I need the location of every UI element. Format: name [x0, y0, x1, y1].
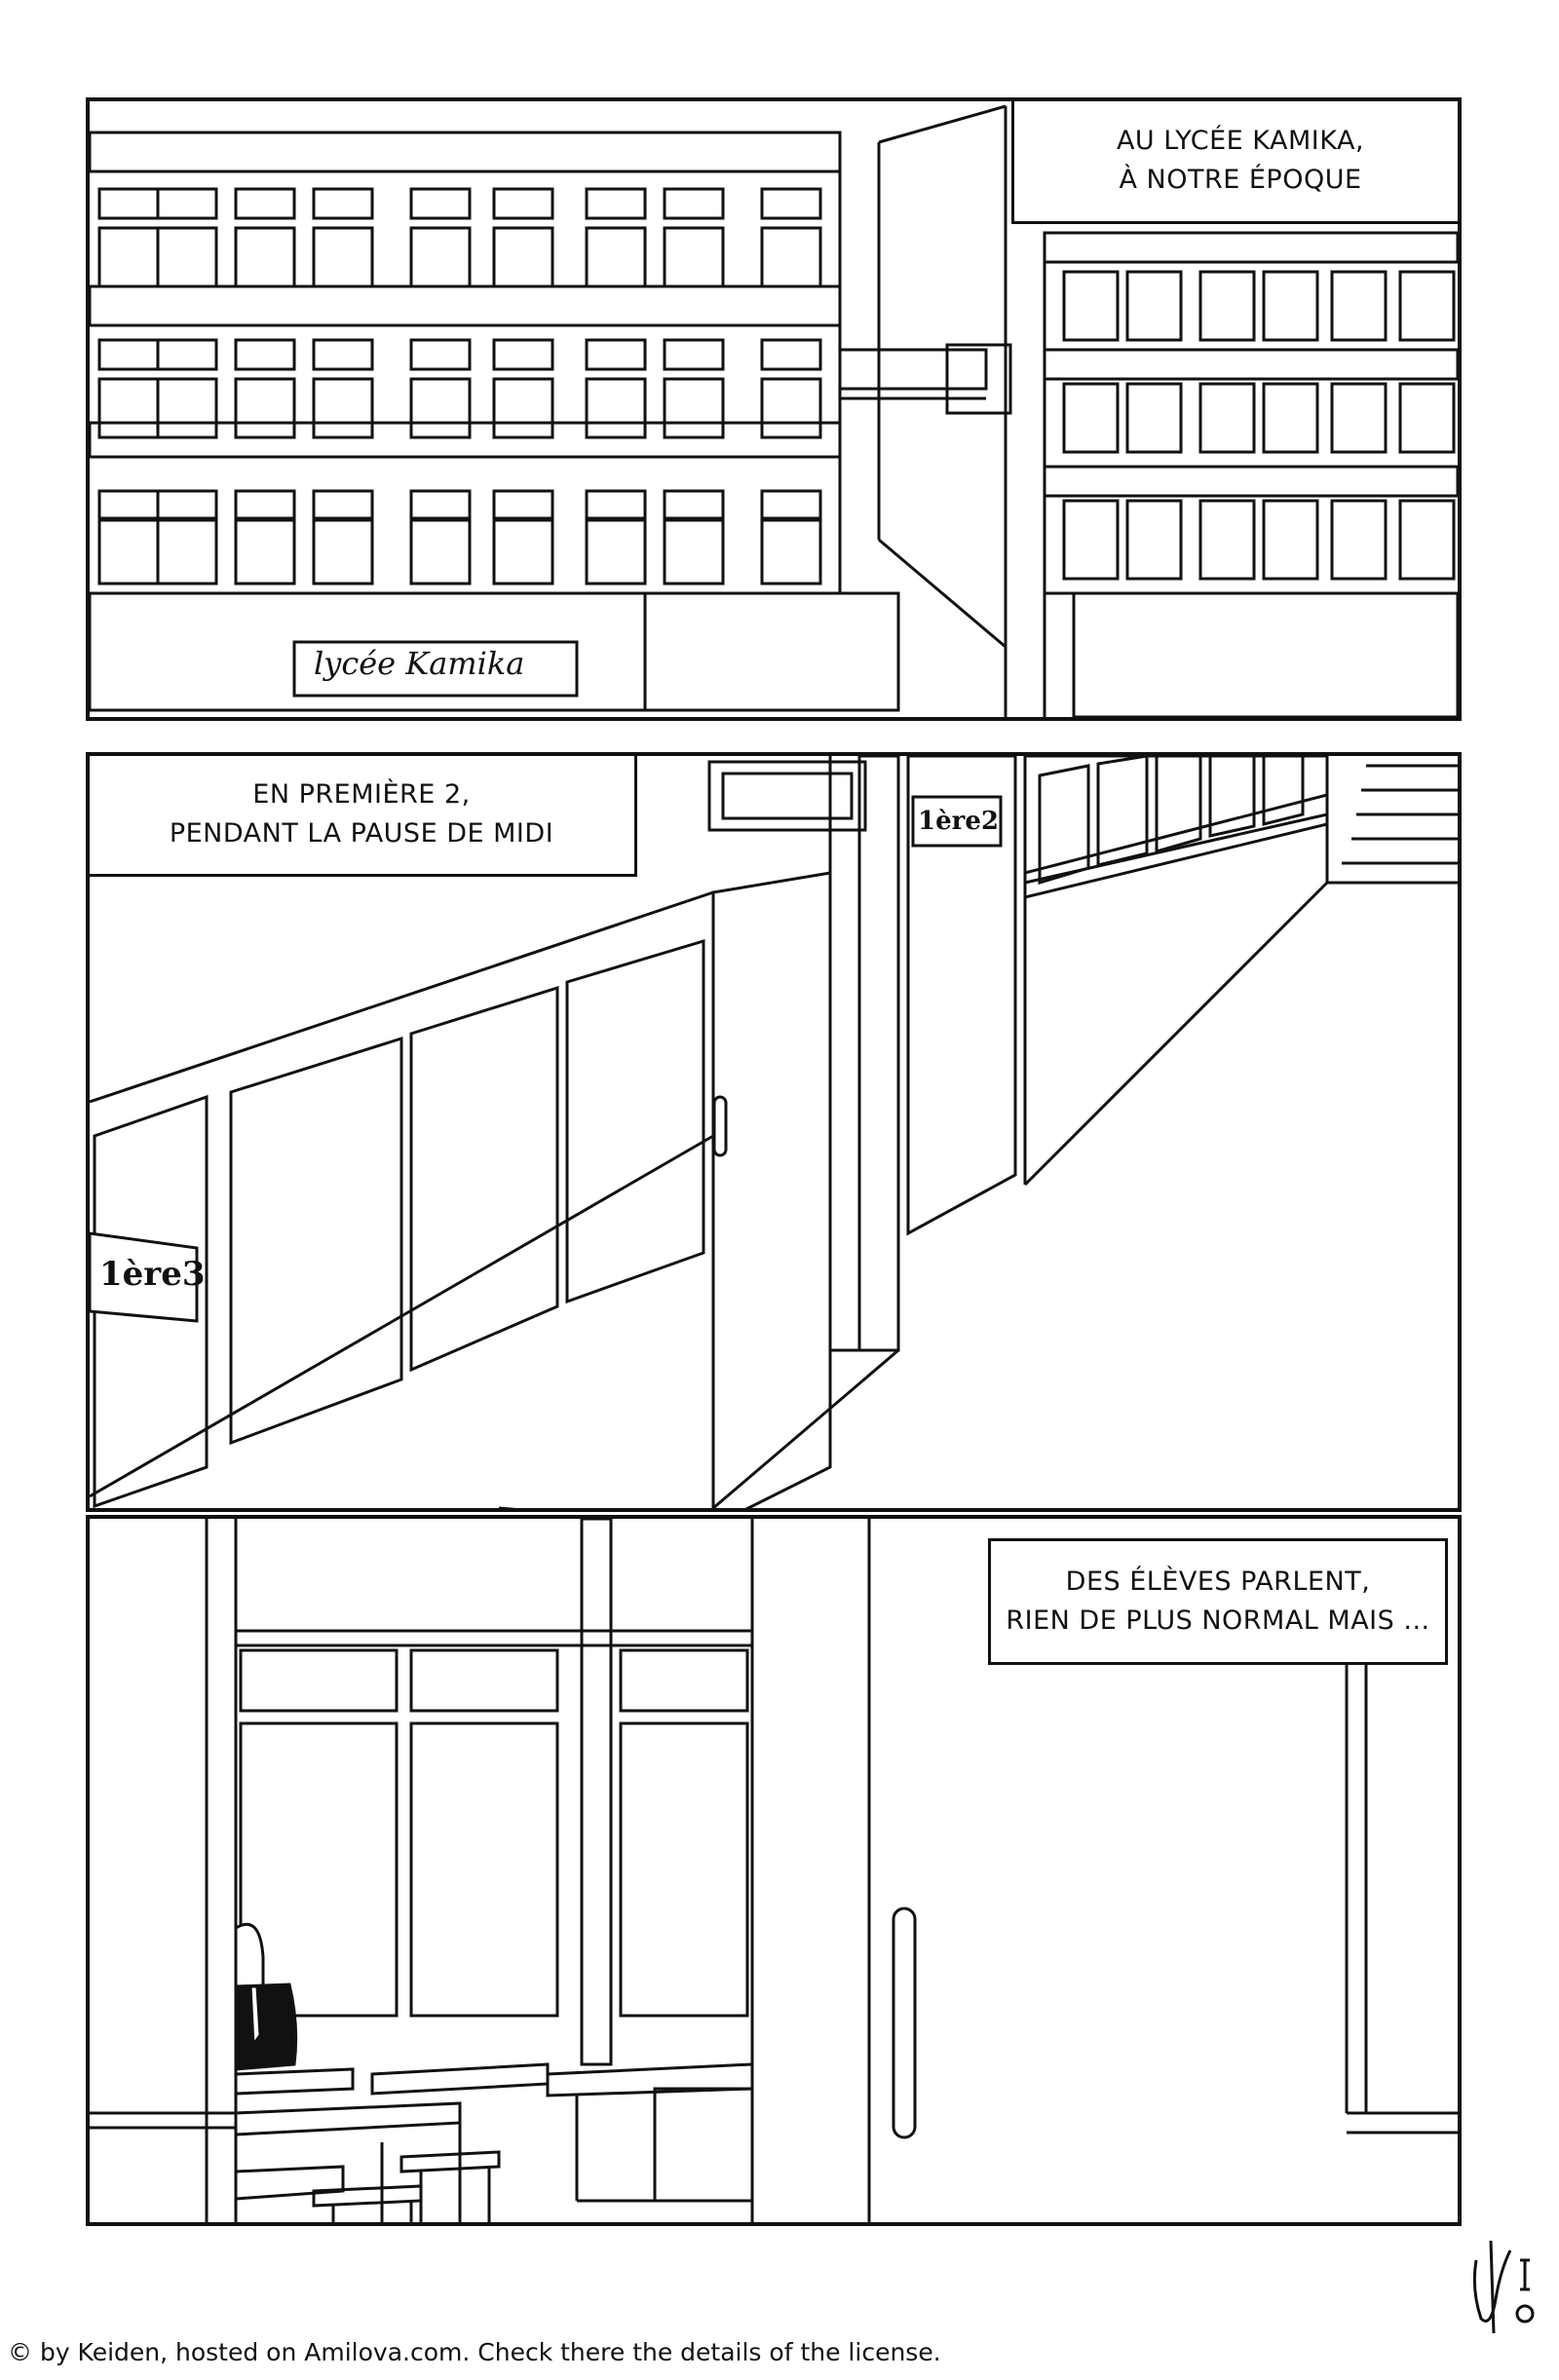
building-window [585, 226, 647, 288]
building-window [663, 338, 725, 371]
building-window [663, 187, 725, 220]
building-window [663, 377, 725, 439]
building-window [409, 226, 472, 288]
building-window [234, 338, 296, 371]
building-window [97, 338, 160, 371]
building-window [234, 226, 296, 288]
building-window [1125, 499, 1183, 581]
building-window [585, 377, 647, 439]
building-window [312, 338, 374, 371]
artist-signature-icon [1472, 2240, 1535, 2334]
corridor-drawing [90, 756, 1458, 1508]
building-window [1198, 382, 1256, 454]
building-window [409, 187, 472, 220]
building-window [97, 187, 160, 220]
building-window [1330, 382, 1388, 454]
building-window [1262, 382, 1319, 454]
caption-panel-1: AU LYCÉE KAMIKA, À NOTRE ÉPOQUE [1011, 101, 1458, 224]
building-window [97, 377, 160, 439]
classroom-drawing [90, 1519, 1458, 2222]
building-window [585, 338, 647, 371]
building-window [409, 518, 472, 586]
building-window [760, 377, 822, 439]
building-window [234, 187, 296, 220]
building-window [234, 377, 296, 439]
building-window [156, 187, 218, 220]
building-window [234, 518, 296, 586]
building-window [1125, 382, 1183, 454]
panel-classroom: DES ÉLÈVES PARLENT, RIEN DE PLUS NORMAL … [86, 1515, 1462, 2226]
room-label-1ere2: 1ère2 [918, 807, 999, 836]
building-window [663, 226, 725, 288]
building-window [1398, 382, 1456, 454]
building-window [585, 489, 647, 520]
building-window [760, 489, 822, 520]
building-window [492, 338, 554, 371]
building-window [585, 518, 647, 586]
building-window [1398, 499, 1456, 581]
building-window [312, 377, 374, 439]
building-window [663, 489, 725, 520]
caption-panel-3: DES ÉLÈVES PARLENT, RIEN DE PLUS NORMAL … [988, 1538, 1448, 1665]
building-window [97, 226, 160, 288]
building-window [312, 187, 374, 220]
building-window [663, 518, 725, 586]
building-window [97, 489, 160, 520]
building-window [97, 518, 160, 586]
caption-line: PENDANT LA PAUSE DE MIDI [169, 818, 554, 849]
caption-line: EN PREMIÈRE 2, [252, 779, 471, 810]
panel-corridor: 1ère2 1ère3 EN PREMIÈRE 2, PENDANT LA PA… [86, 752, 1462, 1512]
panel-school-exterior: lycée Kamika AU LYCÉE KAMIKA, À NOTRE ÉP… [86, 97, 1462, 721]
building-window [1262, 270, 1319, 342]
caption-line: AU LYCÉE KAMIKA, [1116, 126, 1365, 156]
building-window [156, 377, 218, 439]
caption-panel-2: EN PREMIÈRE 2, PENDANT LA PAUSE DE MIDI [90, 756, 637, 877]
caption-line: RIEN DE PLUS NORMAL MAIS ... [1006, 1606, 1430, 1636]
building-window [1262, 499, 1319, 581]
building-window [1198, 499, 1256, 581]
building-window [1062, 270, 1120, 342]
building-window [1062, 382, 1120, 454]
building-window [492, 187, 554, 220]
building-window [156, 226, 218, 288]
caption-line: DES ÉLÈVES PARLENT, [1065, 1567, 1371, 1597]
building-window [760, 226, 822, 288]
building-window [585, 187, 647, 220]
building-window [760, 187, 822, 220]
building-window [492, 489, 554, 520]
building-window [156, 518, 218, 586]
building-window [312, 489, 374, 520]
building-window [1398, 270, 1456, 342]
license-footer: © by Keiden, hosted on Amilova.com. Chec… [8, 2338, 941, 2366]
building-window [312, 226, 374, 288]
building-window [760, 338, 822, 371]
building-window [1198, 270, 1256, 342]
caption-line: À NOTRE ÉPOQUE [1119, 165, 1362, 195]
school-building-drawing [90, 104, 1458, 717]
building-window [156, 489, 218, 520]
building-window [234, 489, 296, 520]
building-window [1125, 270, 1183, 342]
building-window [760, 518, 822, 586]
building-window [492, 226, 554, 288]
building-window [1330, 270, 1388, 342]
building-window [409, 489, 472, 520]
building-window [492, 518, 554, 586]
building-window [1062, 499, 1120, 581]
building-window [156, 338, 218, 371]
building-window [492, 377, 554, 439]
school-sign: lycée Kamika [314, 645, 525, 682]
building-window [312, 518, 374, 586]
building-window [409, 377, 472, 439]
building-window [1330, 499, 1388, 581]
room-label-1ere3: 1ère3 [99, 1255, 206, 1294]
building-window [409, 338, 472, 371]
